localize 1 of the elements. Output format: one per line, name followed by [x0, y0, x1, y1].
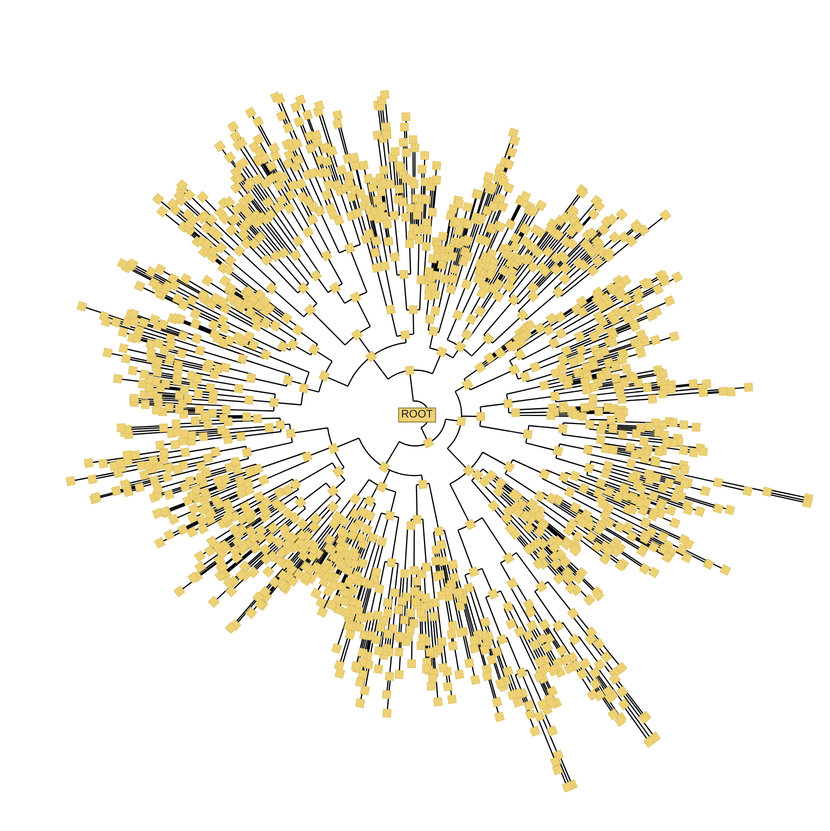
- root-node: ROOT: [398, 408, 436, 422]
